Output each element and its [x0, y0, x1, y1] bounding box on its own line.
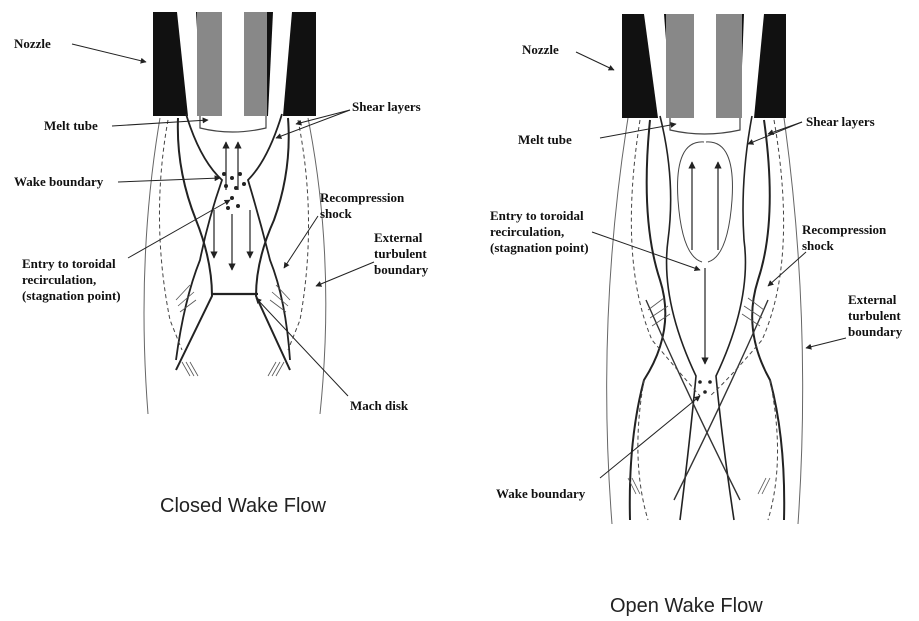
open-recompression-shocks: [630, 120, 784, 520]
closed-shear-layers: [176, 114, 290, 360]
open-wake-boundary-label: Wake boundary: [496, 486, 586, 501]
closed-entry-label-1: Entry to toroidal: [22, 256, 116, 271]
open-entry-label-1: Entry to toroidal: [490, 208, 584, 223]
open-shear-layers: [660, 116, 752, 520]
open-melt-tube-label: Melt tube: [518, 132, 572, 147]
closed-external-boundary: [144, 118, 326, 414]
open-stagnation-dots: [698, 380, 712, 394]
open-nozzle-label: Nozzle: [522, 42, 559, 57]
open-entry-label-2: recirculation,: [490, 224, 564, 239]
closed-wake-panel: Nozzle Melt tube Shear layers Wake bound…: [14, 12, 429, 517]
open-entry-label-3: (stagnation point): [490, 240, 589, 255]
closed-entry-label-3: (stagnation point): [22, 288, 121, 303]
closed-wake-boundary-label: Wake boundary: [14, 174, 104, 189]
closed-entry-label-2: recirculation,: [22, 272, 96, 287]
closed-melt-tube-label: Melt tube: [44, 118, 98, 133]
open-recompression-label-1: Recompression: [802, 222, 887, 237]
closed-external-label-2: turbulent: [374, 246, 427, 261]
closed-recompression-label-1: Recompression: [320, 190, 405, 205]
open-caption: Open Wake Flow: [610, 595, 763, 617]
closed-mach-disk-label: Mach disk: [350, 398, 409, 413]
closed-external-label-3: boundary: [374, 262, 429, 277]
open-external-label-1: External: [848, 292, 897, 307]
open-recirculation-loops: [678, 142, 733, 262]
closed-nozzle-label: Nozzle: [14, 36, 51, 51]
open-melt-tube-end: [670, 118, 740, 134]
closed-melt-tube-end: [200, 116, 266, 132]
open-shear-layers-label: Shear layers: [806, 114, 875, 129]
open-fan-hatching: [628, 298, 770, 494]
open-external-label-2: turbulent: [848, 308, 901, 323]
open-flow-arrows: [692, 162, 718, 364]
closed-external-label-1: External: [374, 230, 423, 245]
closed-dashed-boundaries: [159, 120, 308, 350]
open-nozzle: [622, 14, 786, 118]
closed-nozzle: [153, 12, 316, 116]
closed-recompression-label-2: shock: [320, 206, 353, 221]
open-wake-panel: Nozzle Melt tube Shear layers Entry to t…: [490, 14, 903, 617]
closed-recompression-shocks: [176, 118, 290, 370]
open-recompression-label-2: shock: [802, 238, 835, 253]
open-external-label-3: boundary: [848, 324, 903, 339]
closed-shear-layers-label: Shear layers: [352, 99, 421, 114]
closed-caption: Closed Wake Flow: [160, 495, 327, 517]
